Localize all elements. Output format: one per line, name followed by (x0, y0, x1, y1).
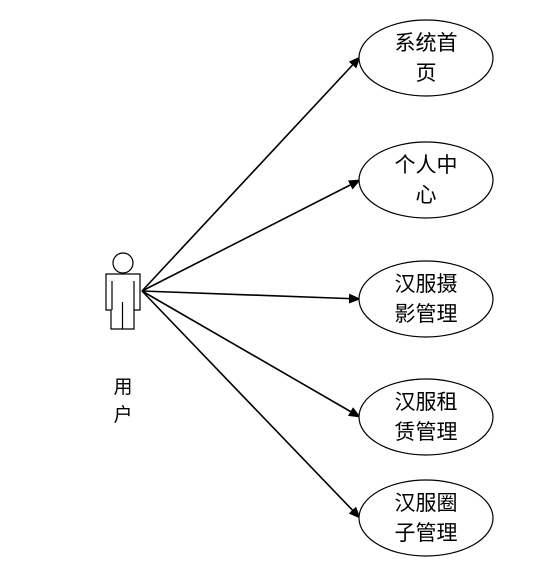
use-case-ellipse (358, 141, 494, 219)
use-case-ellipse (358, 479, 494, 557)
use-case-ellipse (358, 260, 494, 338)
association-arrow-5 (141, 290, 361, 519)
use-case-1: 系统首 页 (358, 19, 494, 97)
use-case-2: 个人中 心 (358, 141, 494, 219)
actor-head (112, 252, 134, 274)
use-case-label-line2: 赁管理 (395, 420, 458, 444)
use-case-ellipse (358, 19, 494, 97)
use-case-5: 汉服圈 子管理 (358, 479, 494, 557)
use-case-label-line1: 系统首 (395, 31, 458, 55)
use-case-label-line2: 心 (416, 183, 437, 207)
use-case-label-line2: 页 (416, 61, 437, 85)
association-arrow-3 (141, 290, 361, 304)
use-case-label-line2: 影管理 (395, 302, 458, 326)
use-case-ellipse (358, 378, 494, 456)
use-case-3: 汉服摄 影管理 (358, 260, 494, 338)
use-case-4: 汉服租 赁管理 (358, 378, 494, 456)
actor-body (105, 273, 141, 330)
use-case-label-line2: 子管理 (395, 521, 458, 545)
use-case-label-line1: 个人中 (395, 153, 458, 177)
actor-label-line1: 用 (113, 376, 132, 398)
use-case-label-line1: 汉服租 (395, 390, 458, 414)
actor-label-line2: 户 (113, 404, 132, 426)
association-arrow-4 (141, 290, 361, 418)
association-arrow-2 (141, 179, 361, 292)
use-case-label-line1: 汉服摄 (395, 272, 458, 296)
use-case-label-line1: 汉服圈 (395, 491, 458, 515)
actor-figure (105, 252, 141, 330)
association-arrow-1 (141, 56, 361, 292)
